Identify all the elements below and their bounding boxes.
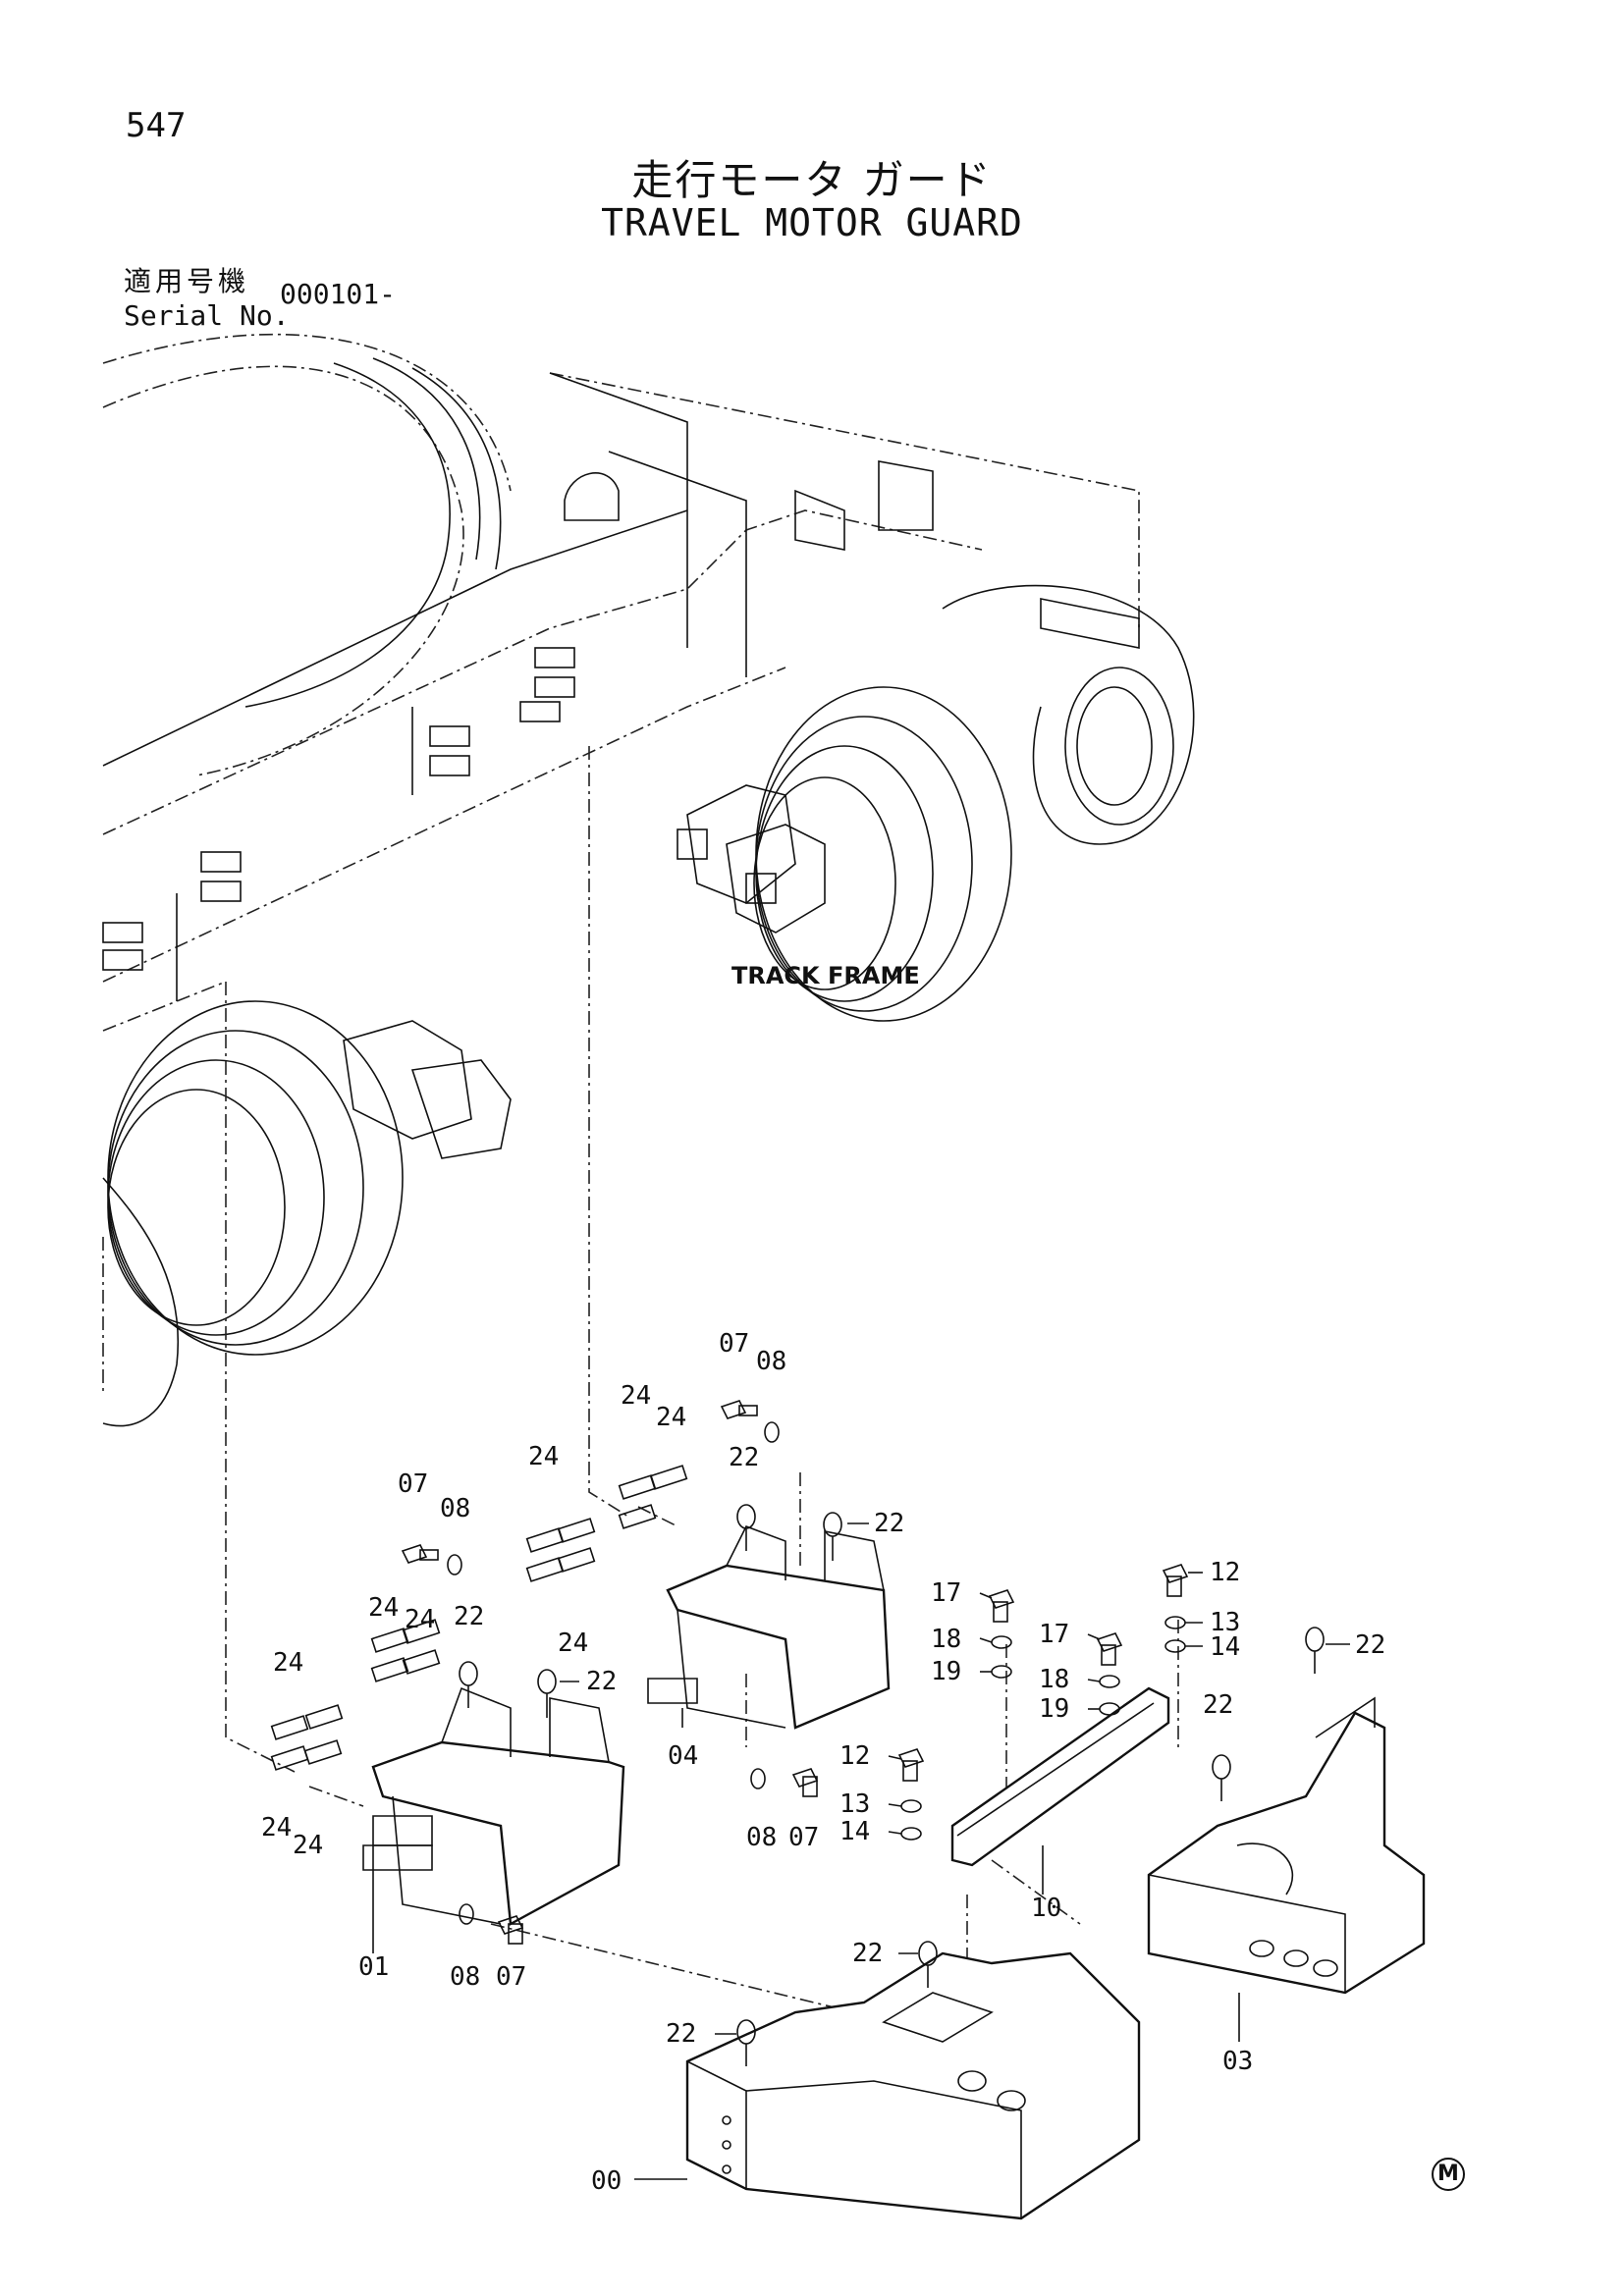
callout-22: 22 [586,1667,617,1696]
callout-19: 19 [1039,1694,1069,1724]
page-title-english: TRAVEL MOTOR GUARD [601,201,1023,244]
callout-22: 22 [874,1509,904,1538]
callout-18: 18 [1039,1665,1069,1694]
callout-08: 08 [450,1962,480,1992]
callout-24: 24 [293,1831,323,1860]
callout-10: 10 [1031,1894,1061,1923]
track-frame-drawing [102,333,1195,1427]
callout-19: 19 [931,1657,961,1686]
callout-22: 22 [1203,1690,1233,1720]
callout-24: 24 [621,1381,651,1411]
callout-22: 22 [729,1443,759,1472]
callout-13: 13 [839,1789,870,1819]
callout-22: 22 [454,1602,484,1631]
callout-24: 24 [368,1593,399,1623]
serial-number-value: 000101- [280,278,397,310]
callout-14: 14 [1210,1632,1240,1662]
callout-24: 24 [528,1442,559,1471]
callout-07: 07 [398,1469,428,1499]
callout-24: 24 [273,1648,303,1678]
callout-01: 01 [358,1952,389,1982]
callout-03: 03 [1222,2047,1253,2076]
callout-07: 07 [788,1823,819,1852]
callout-22: 22 [666,2019,696,2049]
callout-13: 13 [1210,1608,1240,1637]
serial-label-english: Serial No. [124,299,290,332]
track-frame-label: TRACK FRAME [731,962,920,989]
callout-07: 07 [719,1329,749,1359]
callout-18: 18 [931,1625,961,1654]
callout-24: 24 [558,1629,588,1658]
callout-12: 12 [839,1741,870,1771]
callout-14: 14 [839,1817,870,1846]
callout-24: 24 [405,1605,435,1634]
callout-12: 12 [1210,1558,1240,1587]
callout-08: 08 [746,1823,777,1852]
callout-07: 07 [496,1962,526,1992]
page-number: 547 [126,106,187,145]
callout-04: 04 [668,1741,698,1771]
callout-24: 24 [656,1403,686,1432]
callout-08: 08 [440,1494,470,1523]
guard-parts-drawing [225,746,1426,2220]
callout-22: 22 [1355,1630,1385,1660]
callout-24: 24 [261,1813,292,1842]
callout-17: 17 [1039,1620,1069,1649]
manufacturer-mark-icon: M [1432,2158,1465,2191]
callout-22: 22 [852,1939,883,1968]
page-title-japanese: 走行モータ ガード [631,156,993,204]
callout-08: 08 [756,1347,786,1376]
callout-00: 00 [591,2166,622,2196]
callout-17: 17 [931,1578,961,1608]
serial-label-japanese: 適用号機 [124,265,250,297]
part-callouts: 00 01 03 04 07 07 07 07 08 08 08 08 10 1… [261,1329,1385,2196]
